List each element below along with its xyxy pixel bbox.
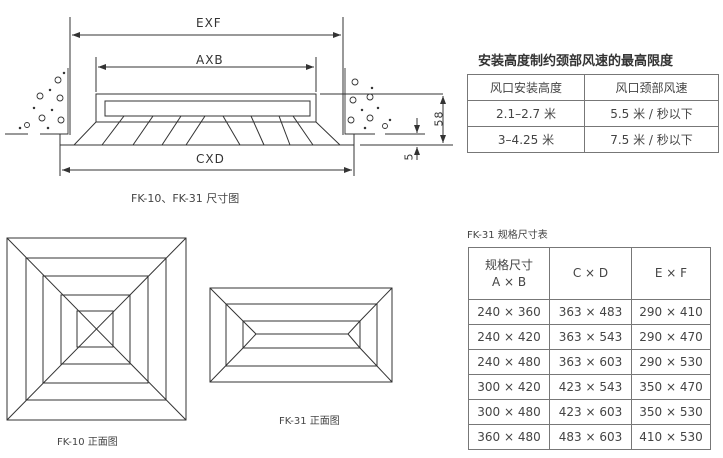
table-cell: 3–4.25 米 [466,126,586,153]
table-cell: 240 × 360 [468,299,550,325]
side-view-drawing [5,17,453,176]
dim-label-cxd: CXD [196,152,225,166]
table-cell: 5.5 米 / 秒以下 [584,100,719,127]
header-cell-cd: C × D [549,247,632,300]
table-cell: 290 × 470 [631,324,711,350]
fk10-caption: FK-10 正面图 [57,437,118,448]
table-cell: 483 × 603 [549,424,632,450]
table-cell: 423 × 543 [549,374,632,400]
concrete-left [5,68,69,135]
speed-table: 风口安装高度 风口颈部风速 2.1–2.7 米 5.5 米 / 秒以下 3–4.… [466,74,719,153]
header-cell: 风口安装高度 [466,74,586,101]
dim-label-axb: AXB [196,53,224,67]
size-table-caption: FK-31 规格尺寸表 [467,230,548,241]
table-cell: 350 × 530 [631,399,711,425]
table-header-row: 规格尺寸 A × B C × D E × F [468,247,711,300]
table-cell: 300 × 420 [468,374,550,400]
header-ab-line2: A × B [491,274,527,289]
table-cell: 290 × 410 [631,299,711,325]
table-cell: 410 × 530 [631,424,711,450]
grille-slot [104,100,311,117]
table-cell: 2.1–2.7 米 [466,100,586,127]
header-cell: 风口颈部风速 [584,74,719,101]
side-view-caption: FK-10、FK-31 尺寸图 [131,192,240,205]
header-cell-ef: E × F [631,247,711,300]
table-cell: 363 × 483 [549,299,632,325]
table-row: 3–4.25 米 7.5 米 / 秒以下 [466,126,719,153]
fk31-caption: FK-31 正面图 [279,416,340,427]
table-cell: 363 × 543 [549,324,632,350]
table-header-row: 风口安装高度 风口颈部风速 [466,74,719,101]
table-cell: 423 × 603 [549,399,632,425]
dim-label-58: 58 [432,110,446,127]
header-cell-ab: 规格尺寸 A × B [468,247,550,300]
fk31-front-view [209,287,393,383]
table-cell: 300 × 480 [468,399,550,425]
table-cell: 7.5 米 / 秒以下 [584,126,719,153]
table-cell: 350 × 470 [631,374,711,400]
dim-label-5: 5 [402,152,416,161]
concrete-right [320,68,443,135]
grille-body [95,93,317,123]
dim-label-exf: EXF [196,16,222,30]
table-cell: 290 × 530 [631,349,711,375]
speed-table-title: 安装高度制约颈部风速的最高限度 [478,54,674,69]
table-row: 2.1–2.7 米 5.5 米 / 秒以下 [466,100,719,127]
table-cell: 240 × 420 [468,324,550,350]
table-cell: 240 × 480 [468,349,550,375]
table-cell: 360 × 480 [468,424,550,450]
header-ab-line1: 规格尺寸 [484,257,533,272]
fk10-front-view [6,237,187,421]
table-cell: 363 × 603 [549,349,632,375]
